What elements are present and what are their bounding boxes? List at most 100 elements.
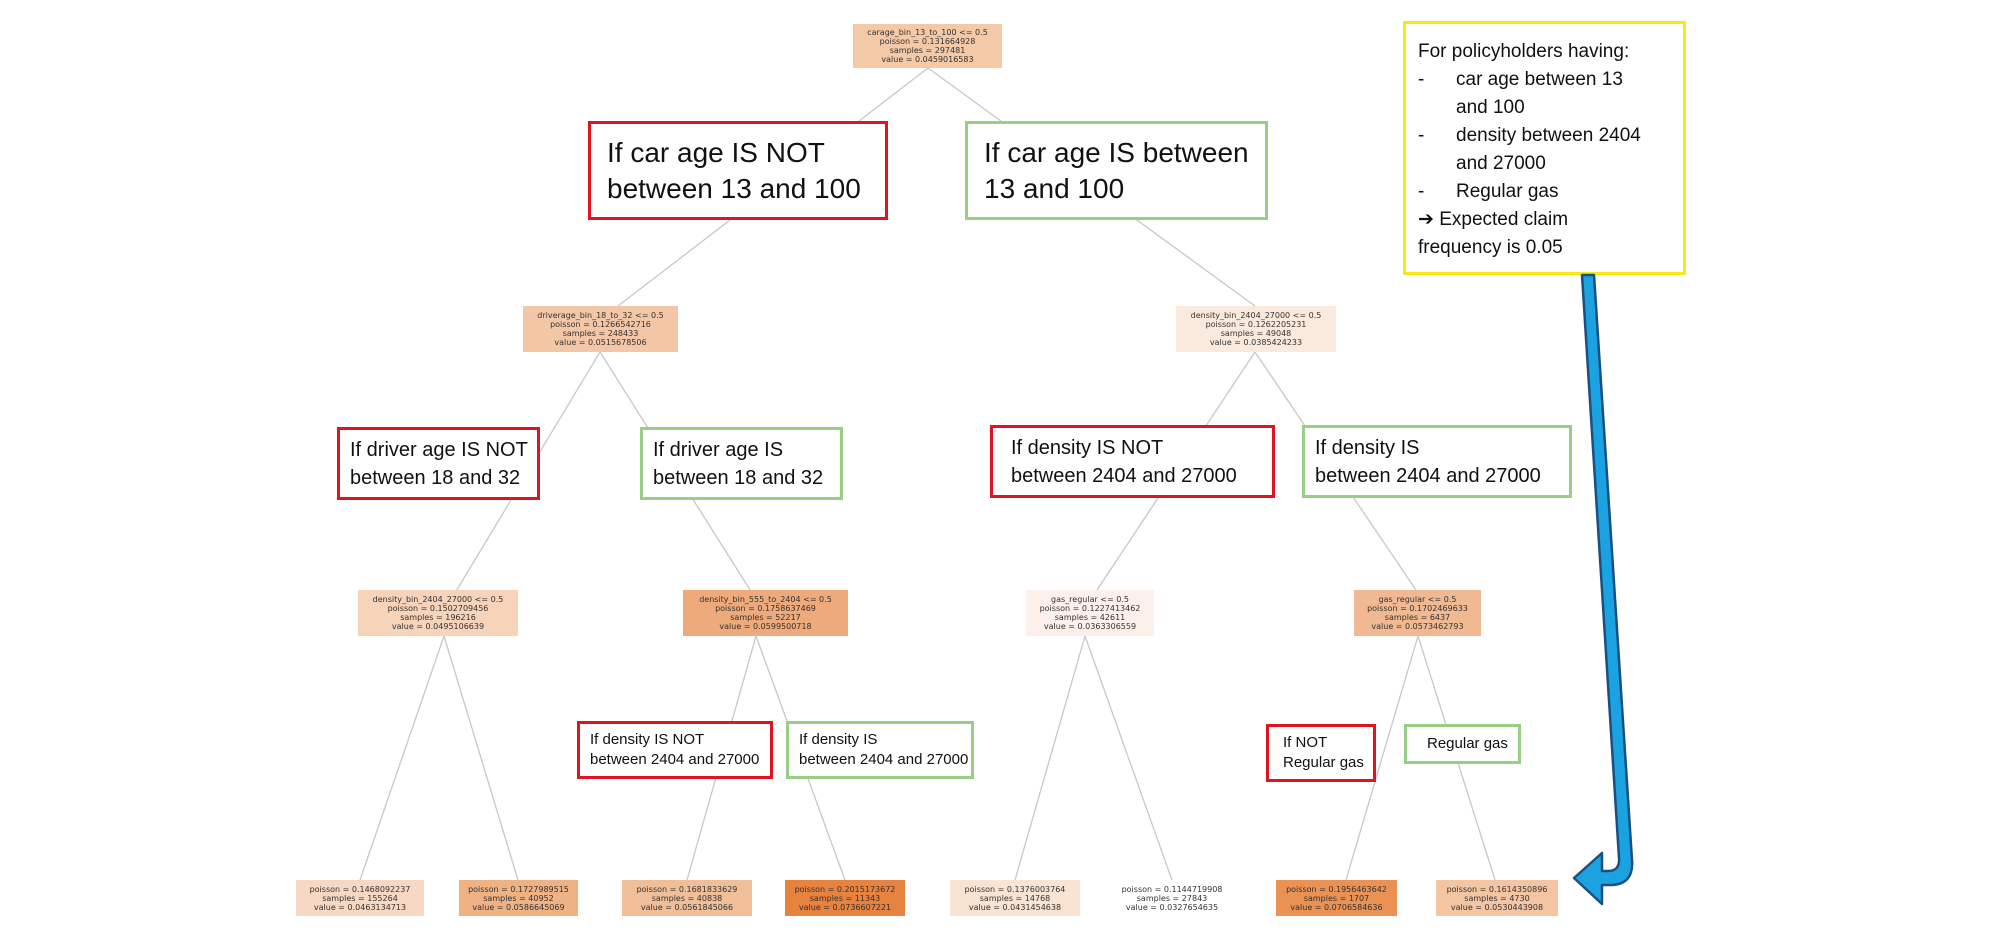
tree-node-gas-right: gas_regular <= 0.5 poisson = 0.170246963… (1354, 590, 1481, 636)
node-text: samples = 27843 (1136, 893, 1208, 903)
note-bullet: - density between 2404 and 27000 (1418, 122, 1671, 178)
node-text: poisson = 0.1266542716 (550, 320, 651, 329)
label-line: If density IS NOT (590, 731, 705, 748)
edge (359, 635, 445, 881)
node-text: poisson = 0.1681833629 (636, 884, 738, 894)
node-text: poisson = 0.1727989515 (468, 884, 569, 894)
node-text: samples = 6437 (1384, 613, 1451, 622)
node-text: samples = 40838 (651, 893, 723, 903)
label-density-not: If density IS NOT between 2404 and 27000 (990, 425, 1275, 498)
label-line: between 13 and 100 (607, 172, 861, 204)
node-text: value = 0.0706584636 (1290, 902, 1383, 912)
tree-leaf-7: poisson = 0.1956463642 samples = 1707 va… (1276, 880, 1397, 916)
label-gas-not: If NOT Regular gas (1266, 724, 1376, 782)
tree-leaf-1: poisson = 0.1468092237 samples = 155264 … (296, 880, 424, 916)
label-gas-yes: Regular gas (1404, 724, 1521, 764)
label-car-age-yes: If car age IS between 13 and 100 (965, 121, 1268, 220)
tree-node-gas-left: gas_regular <= 0.5 poisson = 0.122741346… (1026, 590, 1154, 636)
tree-leaf-4: poisson = 0.2015173672 samples = 11343 v… (785, 880, 905, 916)
node-text: value = 0.0363306559 (1043, 622, 1137, 631)
label-line: If density IS (1315, 436, 1420, 459)
node-text: value = 0.0599500718 (719, 622, 812, 631)
label-line: between 18 and 32 (350, 466, 521, 489)
node-text: poisson = 0.1376003764 (964, 884, 1066, 894)
node-text: value = 0.0736607221 (798, 902, 892, 912)
label-line: If car age IS between (984, 136, 1249, 168)
label-line: If density IS NOT (1011, 436, 1164, 459)
node-text: poisson = 0.2015173672 (794, 884, 896, 894)
node-text: samples = 14768 (979, 893, 1051, 903)
bullet-dash: - (1418, 181, 1425, 202)
tree-node-root: carage_bin_13_to_100 <= 0.5 poisson = 0.… (853, 24, 1002, 68)
label-density-yes-2: If density IS between 2404 and 27000 (786, 721, 974, 779)
node-text: gas_regular <= 0.5 (1051, 595, 1129, 604)
label-line: If driver age IS (653, 438, 784, 461)
label-driver-age-not: If driver age IS NOT between 18 and 32 (337, 427, 540, 500)
label-line: between 2404 and 27000 (1011, 464, 1237, 487)
bullet-line: density between 2404 (1456, 125, 1641, 146)
edge (1084, 635, 1173, 881)
node-text: poisson = 0.1758637469 (715, 604, 816, 613)
tree-leaf-3: poisson = 0.1681833629 samples = 40838 v… (622, 880, 752, 916)
summary-note: For policyholders having: - car age betw… (1403, 21, 1686, 275)
note-bullet: - Regular gas (1418, 178, 1671, 206)
node-text: density_bin_555_to_2404 <= 0.5 (699, 595, 832, 604)
node-text: poisson = 0.1468092237 (309, 884, 411, 894)
node-text: poisson = 0.1144719908 (1121, 884, 1223, 894)
label-car-age-not: If car age IS NOT between 13 and 100 (588, 121, 888, 220)
label-line: between 18 and 32 (653, 466, 824, 489)
tree-leaf-2: poisson = 0.1727989515 samples = 40952 v… (459, 880, 578, 916)
node-text: poisson = 0.1702469633 (1367, 604, 1468, 613)
node-text: value = 0.0463134713 (313, 902, 407, 912)
tree-node-density-555: density_bin_555_to_2404 <= 0.5 poisson =… (683, 590, 848, 636)
node-text: poisson = 0.1227413462 (1039, 604, 1141, 613)
node-text: value = 0.0573462793 (1371, 622, 1464, 631)
note-conclusion: ➔ Expected claim (1418, 209, 1569, 230)
node-text: poisson = 0.1502709456 (387, 604, 489, 613)
label-line: If car age IS NOT (607, 136, 825, 168)
label-line: between 2404 and 27000 (799, 751, 969, 768)
label-line: Regular gas (1427, 735, 1508, 752)
label-line: between 2404 and 27000 (1315, 464, 1541, 487)
node-text: carage_bin_13_to_100 <= 0.5 (867, 28, 988, 37)
node-text: samples = 49048 (1220, 329, 1292, 338)
node-text: samples = 248433 (562, 329, 639, 338)
tree-leaf-8: poisson = 0.1614350896 samples = 4730 va… (1436, 880, 1558, 916)
note-bullet: - car age between 13 and 100 (1418, 66, 1671, 122)
node-text: driverage_bin_18_to_32 <= 0.5 (537, 311, 664, 320)
node-text: samples = 4730 (1464, 893, 1530, 903)
label-line: If density IS (799, 731, 878, 748)
note-conclusion: frequency is 0.05 (1418, 237, 1563, 258)
edge (1345, 635, 1419, 881)
label-density-not-2: If density IS NOT between 2404 and 27000 (577, 721, 773, 779)
note-title: For policyholders having: (1418, 41, 1630, 62)
label-line: Regular gas (1283, 754, 1364, 771)
node-text: value = 0.0327654635 (1125, 902, 1219, 912)
node-text: value = 0.0530443908 (1450, 902, 1544, 912)
label-density-yes: If density IS between 2404 and 27000 (1302, 425, 1572, 498)
node-text: samples = 196216 (400, 613, 476, 622)
node-text: poisson = 0.1262205231 (1205, 320, 1307, 329)
node-text: samples = 155264 (322, 893, 398, 903)
node-text: poisson = 0.1614350896 (1446, 884, 1548, 894)
node-text: poisson = 0.131664928 (879, 37, 976, 46)
bullet-line: Regular gas (1456, 181, 1559, 202)
label-line: 13 and 100 (984, 172, 1125, 204)
node-text: value = 0.0431454638 (968, 902, 1062, 912)
node-text: value = 0.0561845066 (640, 902, 734, 912)
bullet-line: and 100 (1456, 97, 1525, 118)
label-driver-age-yes: If driver age IS between 18 and 32 (640, 427, 843, 500)
edge (1014, 635, 1086, 881)
node-text: samples = 52217 (730, 613, 801, 622)
tree-node-density-right: density_bin_2404_27000 <= 0.5 poisson = … (1176, 306, 1336, 352)
node-text: value = 0.0515678506 (554, 338, 647, 347)
tree-leaf-5: poisson = 0.1376003764 samples = 14768 v… (950, 880, 1080, 916)
node-text: samples = 40952 (483, 893, 554, 903)
bullet-line: and 27000 (1456, 153, 1546, 174)
node-text: value = 0.0495106639 (391, 622, 485, 631)
node-text: density_bin_2404_27000 <= 0.5 (1190, 311, 1322, 320)
bullet-line: car age between 13 (1456, 69, 1623, 90)
node-text: samples = 1707 (1303, 893, 1370, 903)
tree-leaf-6: poisson = 0.1144719908 samples = 27843 v… (1103, 880, 1241, 916)
node-text: samples = 42611 (1054, 613, 1126, 622)
